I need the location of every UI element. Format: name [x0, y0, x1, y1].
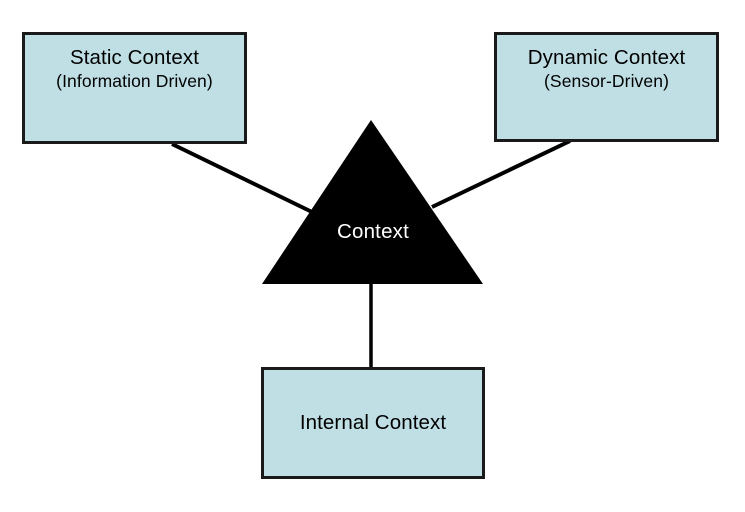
node-dynamic-context-subtitle: (Sensor-Driven) — [544, 70, 669, 91]
node-dynamic-context[interactable]: Dynamic Context (Sensor-Driven) — [494, 32, 719, 142]
context-triangle-label: Context — [336, 220, 410, 243]
context-triangle-label-wrap: Context — [258, 112, 488, 292]
node-dynamic-context-title: Dynamic Context — [527, 46, 686, 69]
node-static-context-title: Static Context — [69, 46, 199, 69]
node-static-context[interactable]: Static Context (Information Driven) — [22, 32, 247, 144]
node-internal-context-title: Internal Context — [299, 410, 447, 434]
node-internal-context[interactable]: Internal Context — [261, 367, 485, 479]
context-triangle-group: Context — [258, 112, 488, 292]
node-static-context-subtitle: (Information Driven) — [56, 70, 213, 91]
